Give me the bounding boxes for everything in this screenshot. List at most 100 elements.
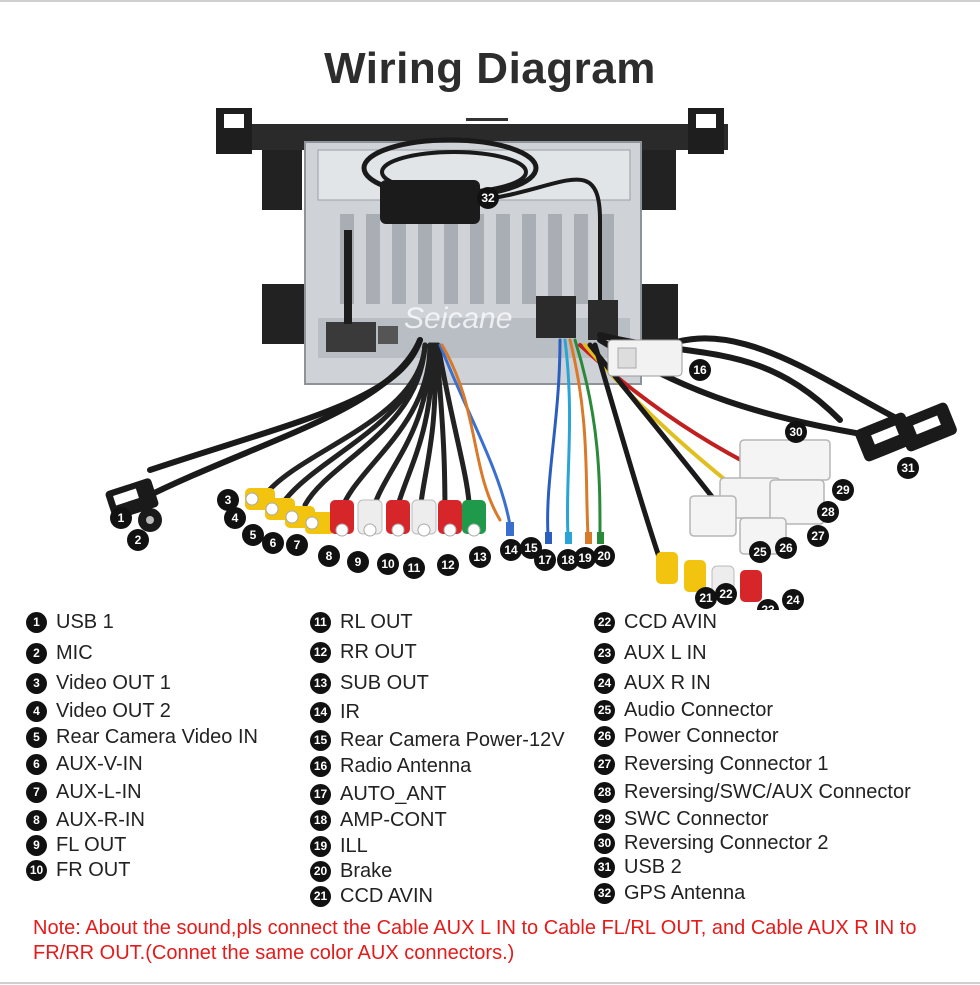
legend-label: AUTO_ANT [340,782,447,805]
legend-badge: 30 [594,832,615,854]
legend-item-5: 5 Rear Camera Video IN [26,725,258,749]
callout-19: 19 [574,547,596,569]
legend-item-25: 25 Audio Connector [594,698,773,722]
svg-text:26: 26 [779,541,793,555]
legend-label: CCD AVIN [340,884,433,907]
callout-27: 27 [807,525,829,547]
legend-badge: 26 [594,725,615,747]
svg-text:28: 28 [821,505,835,519]
svg-text:25: 25 [753,545,767,559]
radio-antenna-connector [607,339,683,377]
legend-label: USB 2 [624,855,682,878]
svg-text:21: 21 [699,591,713,605]
callout-20: 20 [593,545,615,567]
legend-badge: 10 [26,859,47,881]
legend-label: GPS Antenna [624,881,746,904]
legend-badge: 29 [594,808,615,830]
legend-label: Rear Camera Video IN [56,725,258,748]
svg-text:1: 1 [118,511,125,525]
callouts: 32 16 30 31 29 28 27 26 25 1 2 3 4 5 6 7… [110,187,919,610]
callout-12: 12 [437,554,459,576]
svg-text:5: 5 [250,528,257,542]
legend-item-28: 28 Reversing/SWC/AUX Connector [594,780,911,804]
legend-item-14: 14 IR [310,700,360,724]
legend-label: Audio Connector [624,698,773,721]
legend-badge: 32 [594,882,615,904]
svg-text:32: 32 [481,191,495,205]
legend-label: RR OUT [340,640,417,663]
bottom-divider [0,982,980,984]
legend-badge: 2 [26,642,47,664]
gps-antenna [361,137,602,300]
callout-7: 7 [286,534,308,556]
callout-1: 1 [110,507,132,529]
legend-label: CCD AVIN [624,610,717,633]
callout-17: 17 [534,549,556,571]
legend-label: SUB OUT [340,671,429,694]
callout-24: 24 [782,589,804,610]
legend-label: IR [340,700,360,723]
legend-badge: 3 [26,672,47,694]
legend-label: MIC [56,641,93,664]
svg-text:8: 8 [326,549,333,563]
legend-badge: 14 [310,701,331,723]
legend-badge: 12 [310,641,331,663]
legend-label: Brake [340,859,393,882]
svg-text:10: 10 [381,557,395,571]
svg-text:16: 16 [693,363,707,377]
callout-10: 10 [377,553,399,575]
svg-text:18: 18 [561,553,575,567]
svg-text:17: 17 [538,553,552,567]
svg-text:7: 7 [294,538,301,552]
sound-note: Note: About the sound,pls connect the Ca… [33,917,917,964]
legend-label: Power Connector [624,724,779,747]
legend-badge: 28 [594,781,615,803]
legend-item-12: 12 RR OUT [310,640,417,664]
legend-label: AUX R IN [624,671,711,694]
callout-11: 11 [403,557,425,579]
legend-badge: 24 [594,672,615,694]
legend-label: RL OUT [340,610,413,633]
usb2-connectors [855,402,957,462]
callout-5: 5 [242,524,264,546]
legend-item-29: 29 SWC Connector [594,807,769,831]
callout-29: 29 [832,479,854,501]
legend-label: SWC Connector [624,807,769,830]
callout-28: 28 [817,501,839,523]
callout-22: 22 [715,583,737,605]
svg-text:30: 30 [789,425,803,439]
legend-badge: 20 [310,860,331,882]
legend-item-26: 26 Power Connector [594,724,779,748]
callout-23: 23 [757,599,779,610]
legend-badge: 25 [594,699,615,721]
legend-item-22: 22 CCD AVIN [594,610,717,634]
legend-badge: 9 [26,834,47,856]
svg-text:3: 3 [225,493,232,507]
svg-text:23: 23 [761,603,775,610]
legend-badge: 22 [594,611,615,633]
legend-badge: 18 [310,809,331,831]
legend-badge: 5 [26,726,47,748]
title-underline [466,118,508,121]
legend-badge: 16 [310,755,331,777]
svg-text:4: 4 [232,511,239,525]
legend-label: Reversing/SWC/AUX Connector [624,780,911,803]
callout-16: 16 [689,359,711,381]
callout-32: 32 [477,187,499,209]
callout-4: 4 [224,507,246,529]
svg-text:6: 6 [270,536,277,550]
